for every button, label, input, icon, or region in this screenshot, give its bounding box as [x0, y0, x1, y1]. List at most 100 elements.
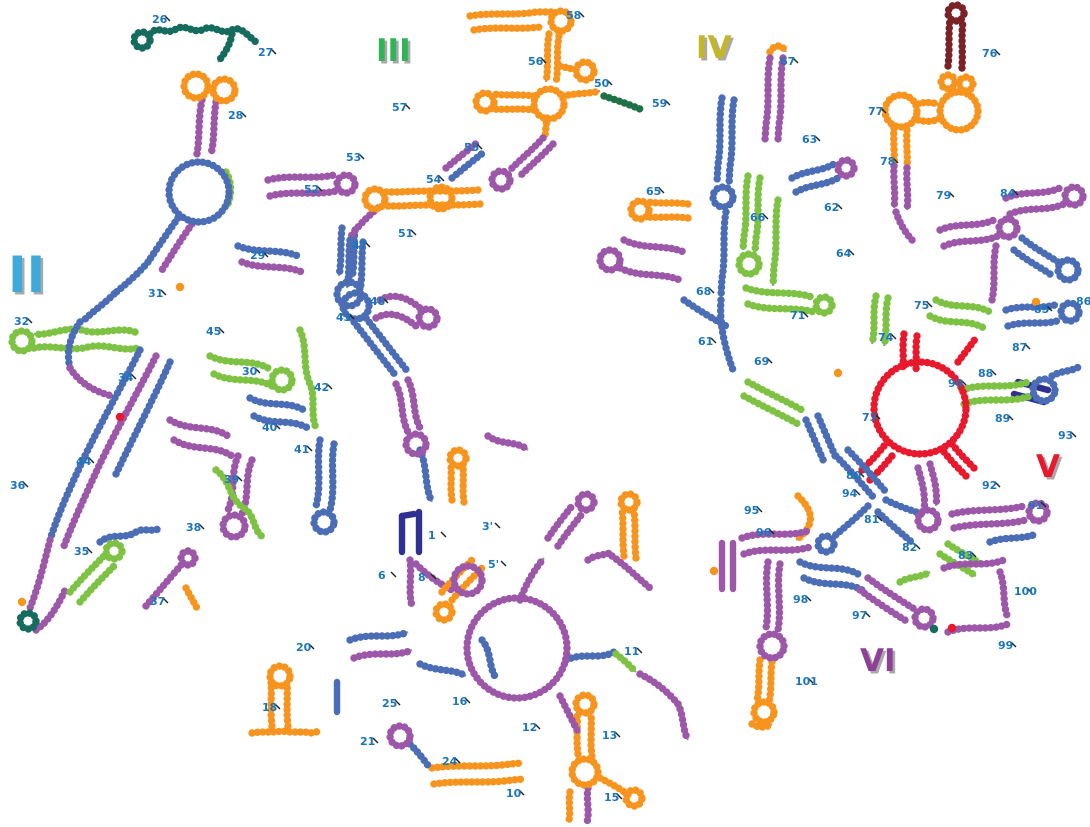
nucleotide-chain	[739, 172, 752, 254]
label-tick	[994, 49, 1001, 56]
loop-chain	[572, 691, 598, 717]
nucleotide-chain	[392, 380, 412, 436]
label-tick	[88, 457, 95, 464]
helix-number: 26	[152, 13, 168, 26]
nucleotide-chain	[1010, 246, 1054, 278]
label-tick	[410, 229, 417, 236]
domain-label-vi: VI	[860, 643, 896, 679]
helix-number: 25	[382, 697, 397, 710]
label-tick	[890, 333, 897, 340]
helix-number: 53	[346, 151, 361, 164]
nucleotide-chain	[788, 160, 838, 182]
label-tick	[274, 423, 281, 430]
nucleotide-chain	[725, 96, 738, 188]
label-tick	[614, 731, 621, 738]
nucleotide-chain	[800, 574, 866, 594]
loop-chain	[812, 293, 836, 317]
nucleotide-chain	[958, 18, 967, 72]
loop-chain	[709, 183, 737, 211]
helix-number: 61	[698, 335, 713, 348]
loop-chain	[361, 185, 389, 213]
nucleotide-chain	[944, 16, 954, 70]
helix-number: 63	[802, 133, 817, 146]
helix-number: 38	[186, 521, 201, 534]
nucleotide-chain	[608, 552, 654, 592]
loop-chain	[268, 366, 296, 394]
nucleotide-chain	[802, 416, 828, 466]
helix-number: 51	[398, 227, 413, 240]
label-tick	[348, 313, 355, 320]
helix-number: 27	[258, 46, 273, 59]
label-tick	[807, 677, 814, 684]
nucleotide-chain	[76, 560, 120, 606]
label-tick	[1010, 641, 1017, 648]
loop-chain	[914, 506, 942, 534]
nucleotide-chain	[60, 352, 160, 550]
helix-number: 20	[296, 641, 312, 654]
nucleotide-chain	[406, 556, 416, 610]
nucleotide-dot	[17, 597, 27, 607]
helix-number: 62	[824, 201, 839, 214]
nucleotide-dot	[175, 282, 185, 292]
label-tick	[1040, 501, 1047, 508]
label-tick	[836, 203, 843, 210]
helix-number: 87	[1012, 341, 1027, 354]
nucleotide-chain	[484, 432, 532, 454]
nucleotide-chain	[751, 174, 764, 256]
helix-number: 39	[224, 473, 239, 486]
nucleotide-chain	[516, 554, 548, 604]
loop-chain	[530, 85, 568, 123]
domain-label-shadow: VI	[863, 646, 899, 682]
loop-chain	[1057, 299, 1083, 325]
nucleotide-chain	[350, 318, 400, 380]
nucleotide-chain	[680, 296, 730, 330]
nucleotide-chain	[890, 162, 899, 212]
helix-number: 29	[250, 249, 265, 262]
nucleotide-chain	[944, 620, 1012, 636]
nucleotide-chain	[376, 292, 424, 312]
loop-chain	[488, 167, 514, 193]
loop-chain	[16, 609, 40, 633]
nucleotide-chain	[404, 376, 424, 432]
nucleotide-chain	[224, 452, 242, 514]
label-tick	[802, 311, 809, 318]
nucleotide-chain	[766, 42, 790, 56]
nucleotide-chain	[616, 264, 684, 284]
loop-chain	[735, 250, 763, 278]
nucleotide-chain	[753, 656, 764, 704]
loop-chain	[415, 305, 441, 331]
nucleotide-chain	[988, 242, 1000, 304]
label-tick	[876, 515, 883, 522]
nucleotide-chain	[490, 90, 538, 100]
loop-chain	[472, 89, 498, 115]
nucleotide-chain	[416, 446, 436, 506]
loop-chain	[446, 446, 470, 470]
nucleotide-chain	[864, 452, 896, 486]
helix-number: 8	[418, 571, 426, 584]
nucleotide-chain	[212, 466, 268, 542]
position-tick-marks	[22, 11, 1090, 800]
nucleotide-chain	[66, 550, 110, 596]
nucleotide-chain	[170, 436, 236, 460]
loop-chain	[937, 71, 959, 93]
nucleotide-chain	[774, 560, 784, 634]
nucleotide-chain	[914, 98, 942, 108]
nucleotide-chain	[880, 294, 892, 350]
loop-chain	[450, 562, 486, 598]
helix-number: 40	[262, 421, 278, 434]
nucleotide-chain	[112, 358, 174, 478]
loop-chain	[266, 662, 294, 690]
loop-chain	[130, 28, 154, 52]
nucleotide-chain	[986, 530, 1040, 546]
nucleotide-chain	[600, 92, 644, 113]
label-tick	[358, 153, 365, 160]
helix-number: 67	[780, 55, 795, 68]
helix-number: 99	[998, 639, 1013, 652]
helix-number: 44	[76, 455, 92, 468]
helix-bar	[398, 510, 418, 520]
nucleotide-chain	[1048, 362, 1084, 380]
nucleotide-chain	[64, 318, 84, 372]
label-tick	[616, 793, 623, 800]
helix-number: 31	[148, 287, 163, 300]
